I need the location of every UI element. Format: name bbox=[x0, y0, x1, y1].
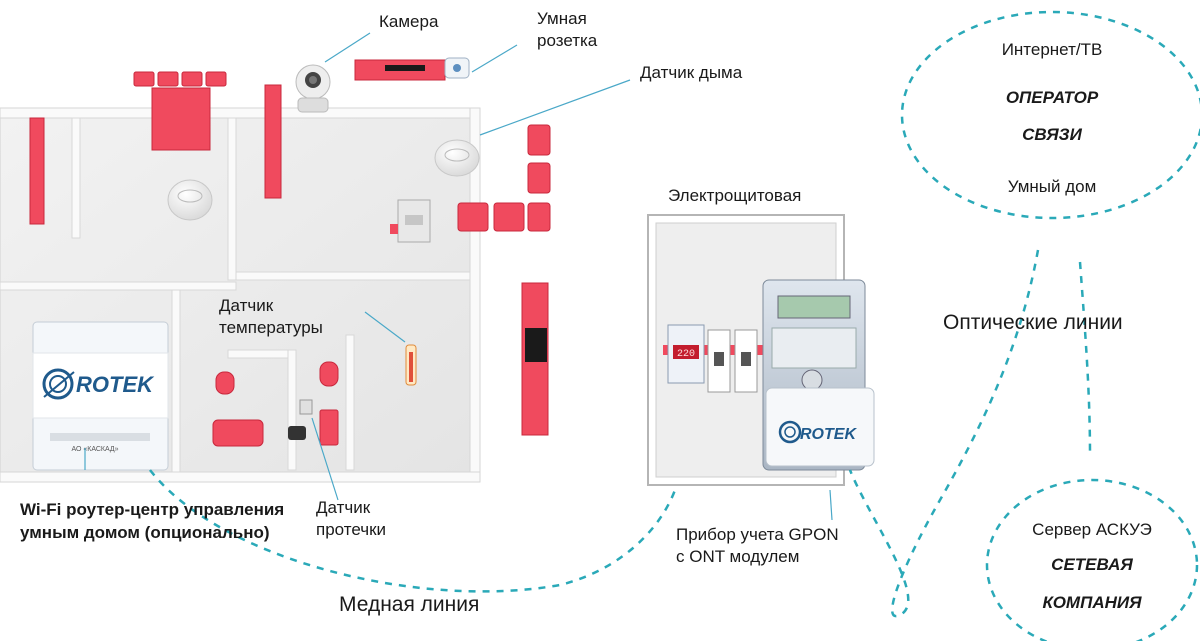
router-label-1: Wi-Fi роутер-центр управления bbox=[20, 500, 285, 519]
camera-icon bbox=[295, 64, 331, 113]
electrical-panel: 220 ROTEK bbox=[647, 214, 875, 486]
optical-line-right bbox=[1078, 261, 1092, 456]
smart-socket-label-1: Умная bbox=[537, 9, 587, 28]
smart-socket-icon bbox=[444, 57, 470, 79]
operator-bottom-label: Умный дом bbox=[1007, 177, 1097, 196]
grid-top-label: Сервер АСКУЭ bbox=[1032, 520, 1152, 539]
optical-lines-label: Оптические линии bbox=[943, 311, 1123, 334]
tv-screen-icon bbox=[525, 328, 547, 362]
grid-cloud-outline bbox=[985, 478, 1199, 641]
operator-top-label: Интернет/ТВ bbox=[1001, 40, 1103, 59]
voltage-relay-icon: 220 bbox=[667, 324, 705, 384]
smoke-sensor-label: Датчик дыма bbox=[640, 63, 743, 82]
smoke-detector-icon bbox=[167, 179, 213, 221]
router-brand: АО «КАСКАД» bbox=[71, 446, 118, 453]
grid-title-1: СЕТЕВАЯ bbox=[1051, 555, 1133, 574]
router-logo-text: ROTEK bbox=[76, 372, 155, 397]
camera-label: Камера bbox=[379, 12, 439, 31]
optical-line-left bbox=[848, 249, 1040, 618]
router-label-2: умным домом (опционально) bbox=[20, 523, 270, 542]
meter-label-2: с ONT модулем bbox=[676, 547, 800, 566]
gpon-meter-device: ROTEK bbox=[762, 279, 875, 471]
leak-sensor-icon bbox=[288, 399, 313, 440]
temp-sensor-label-1: Датчик bbox=[219, 296, 274, 315]
meter-label-1: Прибор учета GPON bbox=[676, 525, 839, 544]
smoke-detector-icon bbox=[434, 139, 480, 177]
copper-line-path bbox=[149, 469, 677, 593]
meter-logo-icon bbox=[778, 420, 802, 444]
tv-icon bbox=[385, 65, 425, 71]
copper-line-label: Медная линия bbox=[339, 593, 480, 616]
thermometer-icon bbox=[405, 344, 417, 386]
pointer-lines bbox=[84, 32, 833, 521]
operator-title-2: СВЯЗИ bbox=[1022, 125, 1082, 144]
relay-display: 220 bbox=[677, 349, 695, 360]
dashed-network-lines bbox=[149, 10, 1200, 641]
router-device: ROTEK АО «КАСКАД» bbox=[32, 321, 169, 471]
leak-sensor-label-1: Датчик bbox=[316, 498, 371, 517]
leak-sensor-label-2: протечки bbox=[316, 520, 387, 539]
panel-title: Электрощитовая bbox=[668, 186, 802, 205]
grid-title-2: КОМПАНИЯ bbox=[1042, 593, 1142, 612]
temp-sensor-label-2: температуры bbox=[219, 318, 323, 337]
router-logo-icon bbox=[42, 368, 75, 400]
operator-title-1: ОПЕРАТОР bbox=[1005, 88, 1099, 107]
smart-socket-label-2: розетка bbox=[537, 31, 598, 50]
wall-controller-icon bbox=[390, 199, 431, 243]
meter-logo-text: ROTEK bbox=[800, 426, 857, 443]
operator-cloud-outline bbox=[900, 10, 1200, 220]
